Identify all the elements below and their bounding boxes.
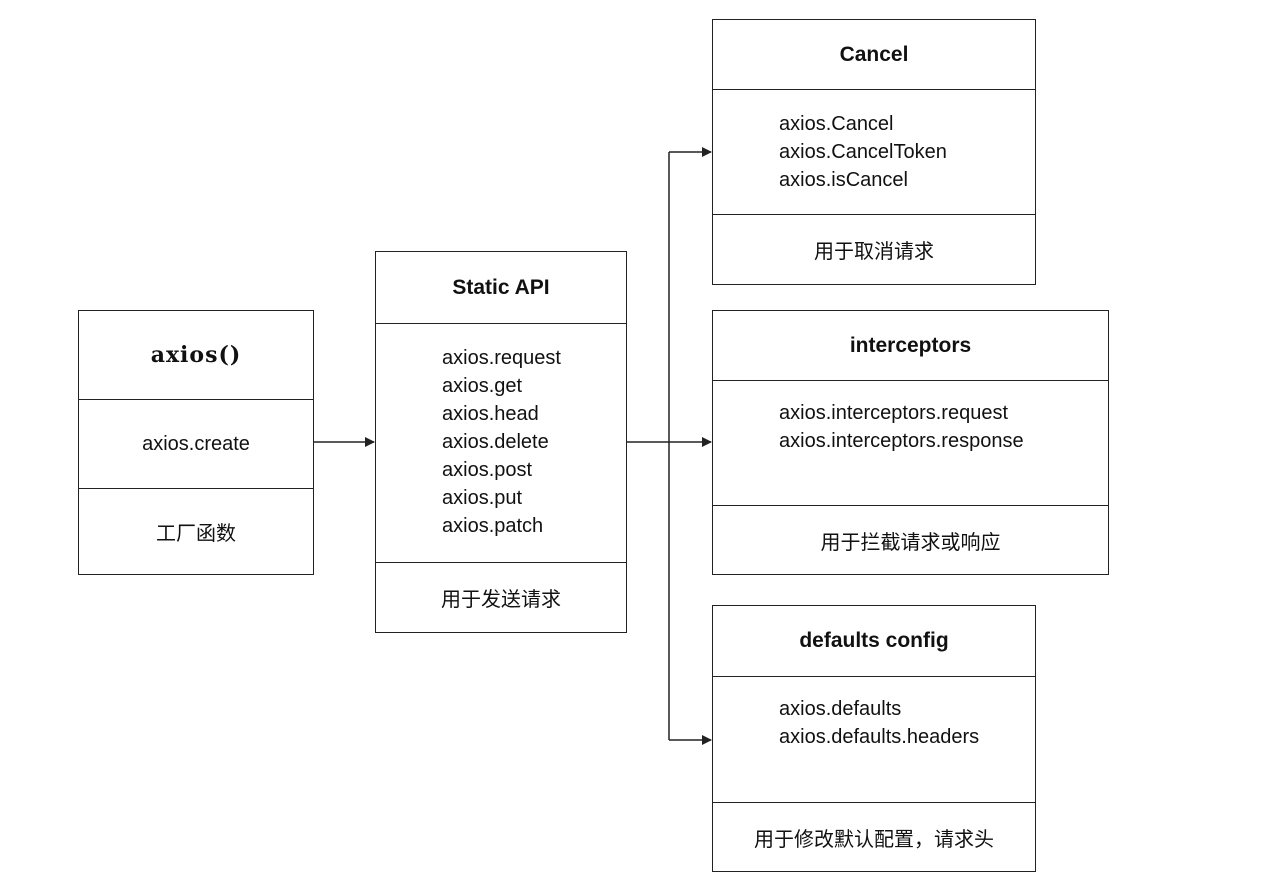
cancel-item: axios.isCancel — [779, 169, 908, 191]
defaults-item: axios.defaults.headers — [779, 726, 980, 748]
defaults-box-items: axios.defaults axios.defaults.headers — [713, 676, 1035, 802]
static-api-item: axios.head — [442, 403, 539, 425]
interceptors-box: interceptors axios.interceptors.request … — [712, 310, 1109, 575]
cancel-box-title: Cancel — [839, 42, 909, 66]
defaults-config-box: defaults config axios.defaults axios.def… — [712, 605, 1036, 872]
static-api-item: axios.put — [442, 487, 523, 509]
static-api-item: axios.delete — [442, 431, 549, 453]
cancel-box-items: axios.Cancel axios.CancelToken axios.isC… — [713, 89, 1035, 214]
interceptors-box-items: axios.interceptors.request axios.interce… — [713, 380, 1108, 505]
axios-box: axios() axios.create 工厂函数 — [78, 310, 314, 575]
static-api-item: axios.get — [442, 375, 523, 397]
axios-box-description: 工厂函数 — [79, 488, 313, 574]
interceptors-item: axios.interceptors.request — [779, 402, 1009, 424]
static-api-item: axios.patch — [442, 515, 544, 537]
axios-box-method: axios.create — [79, 399, 313, 488]
defaults-item: axios.defaults — [779, 698, 902, 720]
static-api-box-description: 用于发送请求 — [376, 562, 626, 632]
defaults-box-title: defaults config — [799, 629, 949, 652]
static-api-box-items: axios.request axios.get axios.head axios… — [376, 323, 626, 562]
cancel-box: Cancel axios.Cancel axios.CancelToken ax… — [712, 19, 1036, 285]
static-api-box: Static API axios.request axios.get axios… — [375, 251, 627, 633]
interceptors-box-title: interceptors — [849, 333, 972, 357]
static-api-item: axios.post — [442, 459, 533, 481]
axios-box-title: axios() — [150, 342, 242, 368]
cancel-item: axios.Cancel — [779, 113, 894, 135]
interceptors-box-description: 用于拦截请求或响应 — [713, 505, 1108, 574]
static-api-box-title: Static API — [452, 275, 550, 299]
interceptors-item: axios.interceptors.response — [779, 430, 1024, 452]
defaults-box-description: 用于修改默认配置，请求头 — [713, 802, 1035, 871]
cancel-item: axios.CancelToken — [779, 141, 947, 163]
static-api-item: axios.request — [442, 347, 561, 369]
cancel-box-description: 用于取消请求 — [713, 214, 1035, 284]
